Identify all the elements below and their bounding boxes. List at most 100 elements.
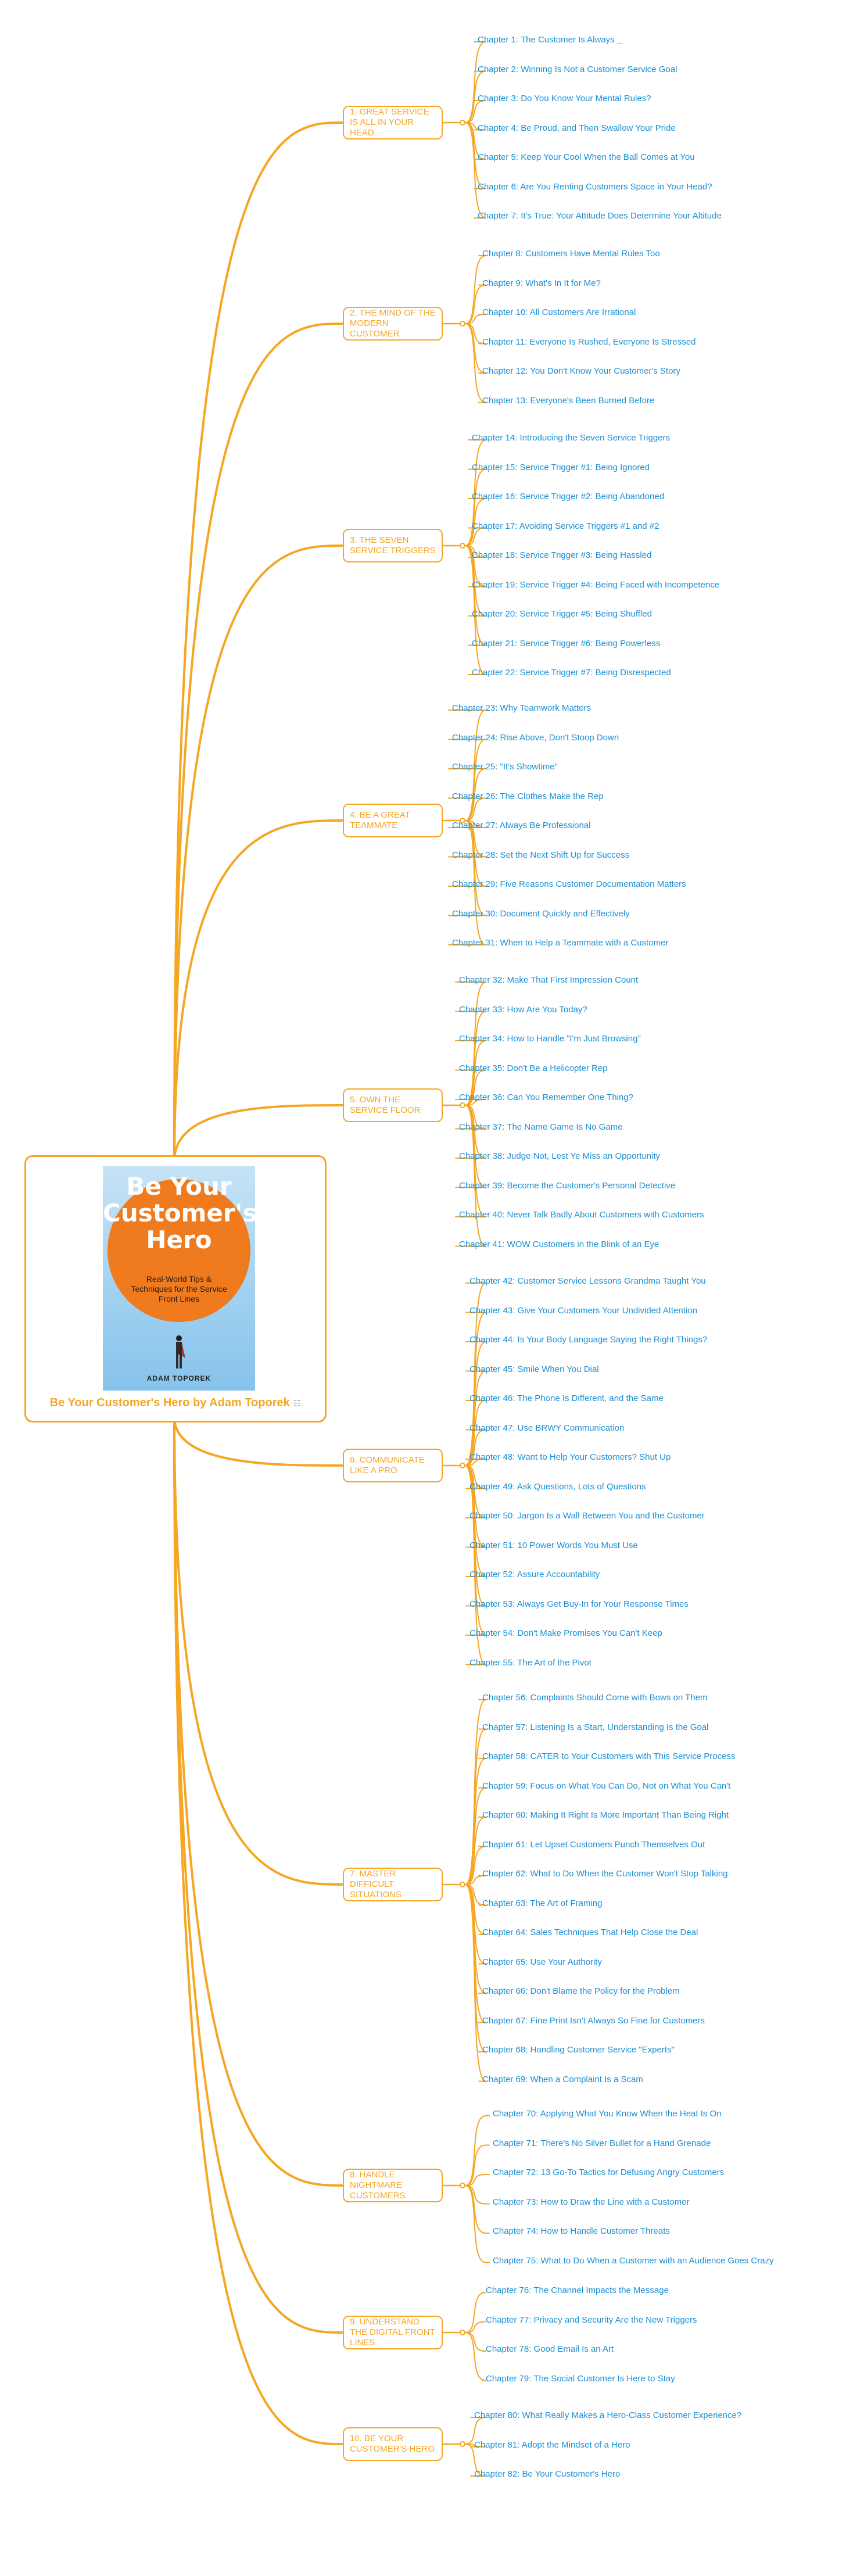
collapse-toggle-icon[interactable] [460,1882,465,1887]
chapter-item[interactable]: Chapter 23: Why Teamwork Matters [452,703,591,713]
chapter-item[interactable]: Chapter 42: Customer Service Lessons Gra… [469,1276,706,1286]
chapter-item[interactable]: Chapter 72: 13 Go-To Tactics for Defusin… [493,2167,725,2177]
chapter-item[interactable]: Chapter 31: When to Help a Teammate with… [452,938,669,948]
chapter-item[interactable]: Chapter 36: Can You Remember One Thing? [459,1092,633,1102]
chapter-item[interactable]: Chapter 18: Service Trigger #3: Being Ha… [472,550,652,560]
chapter-item[interactable]: Chapter 67: Fine Print Isn't Always So F… [482,2015,705,2026]
chapter-item[interactable]: Chapter 46: The Phone Is Different, and … [469,1393,664,1403]
chapter-item[interactable]: Chapter 1: The Customer Is Always _ [478,35,622,45]
chapter-item[interactable]: Chapter 11: Everyone Is Rushed, Everyone… [482,336,696,347]
collapse-toggle-icon[interactable] [460,321,465,327]
chapter-item[interactable]: Chapter 45: Smile When You Dial [469,1364,599,1374]
chapter-item[interactable]: Chapter 20: Service Trigger #5: Being Sh… [472,609,652,619]
chapter-item[interactable]: Chapter 32: Make That First Impression C… [459,975,639,985]
chapter-item[interactable]: Chapter 30: Document Quickly and Effecti… [452,908,630,919]
chapter-item[interactable]: Chapter 49: Ask Questions, Lots of Quest… [469,1481,646,1492]
chapter-item[interactable]: Chapter 3: Do You Know Your Mental Rules… [478,94,651,103]
chapter-item[interactable]: Chapter 79: The Social Customer Is Here … [486,2373,675,2384]
chapter-item[interactable]: Chapter 7: It's True: Your Attitude Does… [478,211,722,221]
chapter-item[interactable]: Chapter 60: Making It Right Is More Impo… [482,1810,729,1820]
chapter-item[interactable]: Chapter 64: Sales Techniques That Help C… [482,1927,698,1937]
chapter-item[interactable]: Chapter 27: Always Be Professional [452,821,591,830]
chapter-item[interactable]: Chapter 74: How to Handle Customer Threa… [493,2226,670,2236]
chapter-item[interactable]: Chapter 14: Introducing the Seven Servic… [472,433,671,443]
chapter-item[interactable]: Chapter 71: There's No Silver Bullet for… [493,2138,711,2148]
chapter-item[interactable]: Chapter 4: Be Proud, and Then Swallow Yo… [478,123,676,133]
pin-icon[interactable]: ☷ [293,1399,302,1409]
collapse-toggle-icon[interactable] [460,543,465,549]
chapter-item[interactable]: Chapter 55: The Art of the Pivot [469,1657,592,1668]
collapse-toggle-icon[interactable] [460,2183,465,2188]
chapter-item[interactable]: Chapter 63: The Art of Framing [482,1898,603,1908]
chapter-item[interactable]: Chapter 33: How Are You Today? [459,1004,587,1015]
chapter-item[interactable]: Chapter 40: Never Talk Badly About Custo… [459,1210,704,1220]
chapter-item[interactable]: Chapter 13: Everyone's Been Burned Befor… [482,395,655,406]
collapse-toggle-icon[interactable] [460,2441,465,2447]
collapse-toggle-icon[interactable] [460,1102,465,1108]
chapter-item[interactable]: Chapter 51: 10 Power Words You Must Use [469,1540,638,1550]
chapter-item[interactable]: Chapter 28: Set the Next Shift Up for Su… [452,850,630,860]
chapter-item[interactable]: Chapter 8: Customers Have Mental Rules T… [482,249,660,259]
chapter-item[interactable]: Chapter 69: When a Complaint Is a Scam [482,2074,643,2084]
chapter-item[interactable]: Chapter 70: Applying What You Know When … [493,2109,722,2119]
part-node[interactable]: 4. BE A GREAT TEAMMATE [343,804,443,837]
chapter-item[interactable]: Chapter 44: Is Your Body Language Saying… [469,1335,708,1345]
chapter-item[interactable]: Chapter 56: Complaints Should Come with … [482,1693,708,1703]
chapter-item[interactable]: Chapter 66: Don't Blame the Policy for t… [482,1986,680,1996]
chapter-item[interactable]: Chapter 5: Keep Your Cool When the Ball … [478,152,695,162]
chapter-item[interactable]: Chapter 39: Become the Customer's Person… [459,1180,676,1191]
chapter-item[interactable]: Chapter 77: Privacy and Security Are the… [486,2315,697,2325]
chapter-item[interactable]: Chapter 38: Judge Not, Lest Ye Miss an O… [459,1151,661,1161]
chapter-item[interactable]: Chapter 21: Service Trigger #6: Being Po… [472,638,661,649]
collapse-toggle-icon[interactable] [460,1463,465,1468]
part-node[interactable]: 2. THE MIND OF THE MODERN CUSTOMER [343,307,443,341]
chapter-item[interactable]: Chapter 12: You Don't Know Your Customer… [482,366,680,376]
part-node[interactable]: 8. HANDLE NIGHTMARE CUSTOMERS [343,2169,443,2202]
root-node[interactable]: Be Your Customer's Hero Real-World Tips … [24,1155,327,1423]
chapter-item[interactable]: Chapter 54: Don't Make Promises You Can'… [469,1628,662,1638]
chapter-item[interactable]: Chapter 29: Five Reasons Customer Docume… [452,879,686,889]
chapter-item[interactable]: Chapter 10: All Customers Are Irrational [482,307,636,317]
chapter-item[interactable]: Chapter 68: Handling Customer Service "E… [482,2045,675,2055]
chapter-item[interactable]: Chapter 15: Service Trigger #1: Being Ig… [472,462,650,472]
part-node[interactable]: 5. OWN THE SERVICE FLOOR [343,1088,443,1122]
chapter-item[interactable]: Chapter 53: Always Get Buy-In for Your R… [469,1599,689,1609]
chapter-item[interactable]: Chapter 17: Avoiding Service Triggers #1… [472,521,659,531]
part-node[interactable]: 10. BE YOUR CUSTOMER'S HERO [343,2427,443,2461]
chapter-item[interactable]: Chapter 2: Winning Is Not a Customer Ser… [478,64,677,74]
chapter-item[interactable]: Chapter 76: The Channel Impacts the Mess… [486,2285,669,2295]
chapter-item[interactable]: Chapter 62: What to Do When the Customer… [482,1869,728,1879]
chapter-item[interactable]: Chapter 58: CATER to Your Customers with… [482,1751,736,1761]
chapter-item[interactable]: Chapter 82: Be Your Customer's Hero [474,2469,621,2479]
collapse-toggle-icon[interactable] [460,120,465,126]
chapter-item[interactable]: Chapter 9: What's In It for Me? [482,278,601,288]
chapter-item[interactable]: Chapter 22: Service Trigger #7: Being Di… [472,668,671,678]
part-node[interactable]: 1. GREAT SERVICE IS ALL IN YOUR HEAD [343,106,443,139]
chapter-item[interactable]: Chapter 35: Don't Be a Helicopter Rep [459,1063,608,1073]
collapse-toggle-icon[interactable] [460,818,465,823]
chapter-item[interactable]: Chapter 6: Are You Renting Customers Spa… [478,181,712,192]
chapter-item[interactable]: Chapter 19: Service Trigger #4: Being Fa… [472,579,720,590]
chapter-item[interactable]: Chapter 75: What to Do When a Customer w… [493,2255,774,2266]
chapter-item[interactable]: Chapter 34: How to Handle "I'm Just Brow… [459,1034,641,1044]
chapter-item[interactable]: Chapter 57: Listening Is a Start, Unders… [482,1722,709,1732]
part-node[interactable]: 6. COMMUNICATE LIKE A PRO [343,1449,443,1482]
chapter-item[interactable]: Chapter 16: Service Trigger #2: Being Ab… [472,492,665,501]
chapter-item[interactable]: Chapter 47: Use BRWY Communication [469,1423,625,1433]
chapter-item[interactable]: Chapter 48: Want to Help Your Customers?… [469,1452,671,1462]
chapter-item[interactable]: Chapter 73: How to Draw the Line with a … [493,2197,690,2207]
chapter-item[interactable]: Chapter 25: "It's Showtime" [452,762,558,772]
part-node[interactable]: 7. MASTER DIFFICULT SITUATIONS [343,1868,443,1901]
chapter-item[interactable]: Chapter 80: What Really Makes a Hero-Cla… [474,2410,742,2420]
chapter-item[interactable]: Chapter 37: The Name Game Is No Game [459,1122,623,1132]
chapter-item[interactable]: Chapter 43: Give Your Customers Your Und… [469,1305,697,1316]
chapter-item[interactable]: Chapter 50: Jargon Is a Wall Between You… [469,1511,705,1521]
chapter-item[interactable]: Chapter 52: Assure Accountability [469,1570,600,1579]
chapter-item[interactable]: Chapter 61: Let Upset Customers Punch Th… [482,1839,705,1850]
chapter-item[interactable]: Chapter 81: Adopt the Mindset of a Hero [474,2439,630,2450]
part-node[interactable]: 3. THE SEVEN SERVICE TRIGGERS [343,529,443,563]
chapter-item[interactable]: Chapter 24: Rise Above, Don't Stoop Down [452,732,619,743]
part-node[interactable]: 9. UNDERSTAND THE DIGITAL FRONT LINES [343,2316,443,2349]
chapter-item[interactable]: Chapter 41: WOW Customers in the Blink o… [459,1239,659,1249]
chapter-item[interactable]: Chapter 26: The Clothes Make the Rep [452,791,604,801]
